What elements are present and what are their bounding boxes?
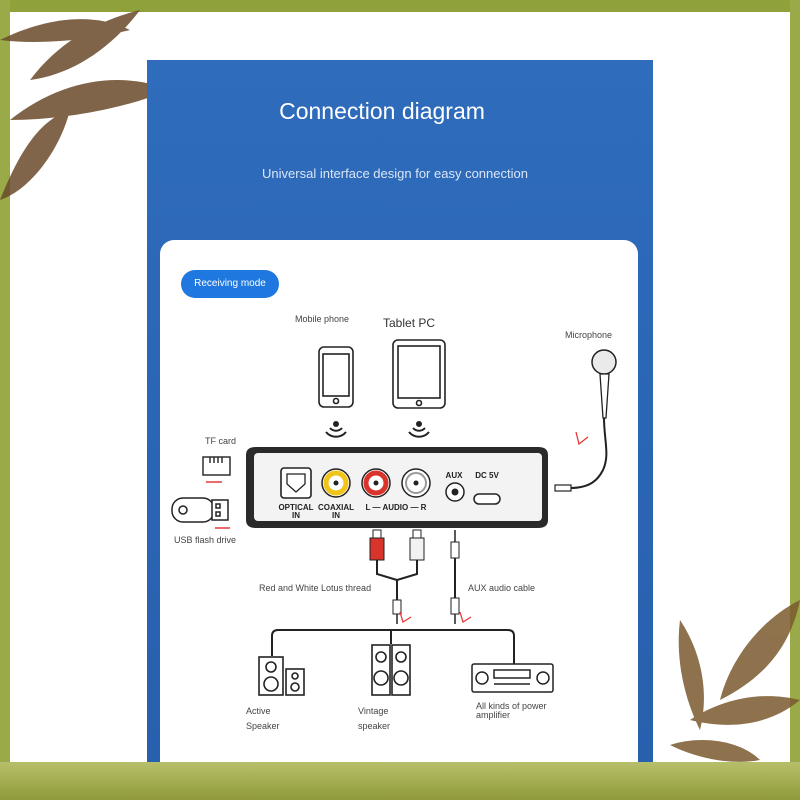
page-subtitle: Universal interface design for easy conn…	[262, 166, 528, 181]
audio-label: L — AUDIO — R	[366, 503, 427, 512]
page-title: Connection diagram	[279, 98, 485, 124]
coaxial-port-icon	[321, 468, 351, 498]
optical-label-2: IN	[292, 511, 300, 520]
vintage-speaker-label: Vintage	[358, 706, 389, 716]
wireless-icon	[408, 421, 430, 438]
decorative-frame-top	[0, 0, 800, 12]
active-speaker-icon	[258, 656, 305, 696]
aux-cable-label: AUX audio cable	[468, 583, 536, 593]
rca-cable-icon	[369, 529, 425, 624]
optical-label: OPTICAL	[278, 503, 313, 512]
mobile-phone-icon	[318, 346, 354, 408]
decorative-frame-right	[790, 0, 800, 800]
tablet-pc-label: Tablet PC	[383, 316, 436, 330]
arrow-icon	[399, 611, 412, 624]
amplifier-label-2: amplifier	[476, 710, 511, 720]
arrow-icon	[575, 431, 589, 446]
optical-port-icon	[280, 467, 312, 499]
receiver-device: OPTICAL IN COAXIAL IN L — AUDIO — R AUX …	[246, 447, 548, 528]
aux-label: AUX	[446, 471, 464, 480]
tf-card-label: TF card	[205, 436, 237, 446]
rca-cable-label: Red and White Lotus thread	[259, 583, 372, 593]
vintage-speaker-icon	[371, 644, 411, 696]
amplifier-label: All kinds of power	[476, 701, 547, 711]
tablet-icon	[392, 339, 446, 409]
aux-port-icon	[445, 482, 465, 502]
decorative-frame-left	[0, 0, 10, 800]
audio-left-port-icon	[361, 468, 391, 498]
decorative-frame-bottom	[0, 762, 800, 800]
amplifier-icon	[471, 663, 554, 693]
output-line	[271, 629, 515, 664]
dc-label: DC 5V	[475, 471, 499, 480]
vintage-speaker-label-2: speaker	[358, 721, 391, 731]
active-speaker-label: Active	[246, 706, 271, 716]
active-speaker-label-2: Speaker	[246, 721, 280, 731]
arrow-icon	[459, 611, 472, 624]
audio-right-port-icon	[401, 468, 431, 498]
receiving-mode-badge: Receiving mode	[181, 270, 279, 298]
dc-port-icon	[473, 493, 501, 505]
aux-cable-icon	[450, 530, 460, 624]
tf-card-icon	[202, 456, 231, 476]
microphone-icon	[554, 349, 617, 492]
coaxial-label-2: IN	[332, 511, 340, 520]
microphone-label: Microphone	[565, 330, 613, 340]
mobile-phone-label: Mobile phone	[295, 314, 350, 324]
coaxial-label: COAXIAL	[318, 503, 354, 512]
wireless-icon	[325, 421, 347, 438]
usb-flash-drive-label: USB flash drive	[174, 535, 237, 545]
usb-drive-icon	[171, 497, 229, 523]
